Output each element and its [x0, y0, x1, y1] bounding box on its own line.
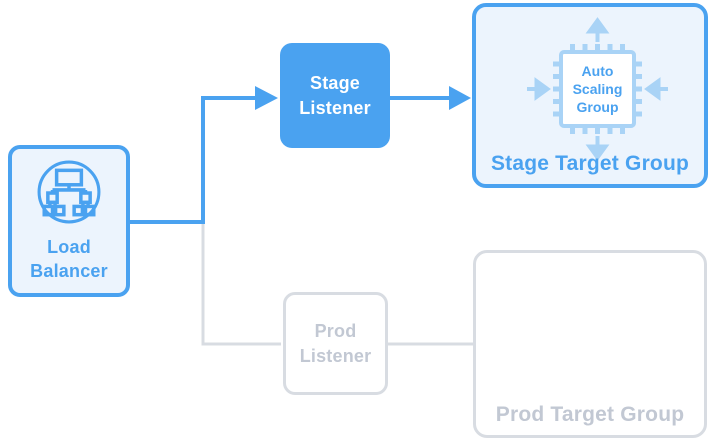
arrowhead-icon: [449, 86, 471, 110]
node-label-load-balancer: Load Balancer: [30, 236, 108, 281]
node-prod-target-group: Prod Target Group: [473, 250, 707, 438]
node-label-stage-target-group: Stage Target Group: [490, 152, 690, 175]
edge-lb-to-stage-listener: [128, 86, 278, 224]
node-label-stage-listener: Stage Listener: [299, 73, 371, 118]
node-stage-target-group: Auto Scaling Group Stage Target Group: [472, 3, 708, 188]
auto-scaling-chip-icon: [527, 17, 668, 161]
node-load-balancer: Load Balancer: [8, 145, 130, 297]
arrowhead-icon: [255, 86, 278, 110]
edge-lb-to-prod-listener: [201, 224, 281, 346]
node-stage-listener: Stage Listener: [280, 43, 390, 148]
load-balancer-icon: [37, 160, 101, 224]
arrow-down-icon: [585, 136, 610, 161]
arrow-up-icon: [585, 17, 610, 42]
arrow-inward-left-icon: [527, 77, 551, 101]
auto-scaling-group-label: Auto Scaling Group: [572, 62, 623, 116]
node-prod-listener: Prod Listener: [283, 292, 388, 395]
scale-arrows-icon: [527, 17, 668, 161]
arrow-inward-right-icon: [644, 77, 668, 101]
edge-stage-listener-to-stage-tg: [390, 86, 471, 110]
node-label-prod-listener: Prod Listener: [299, 321, 372, 366]
node-label-prod-target-group: Prod Target Group: [495, 403, 685, 426]
